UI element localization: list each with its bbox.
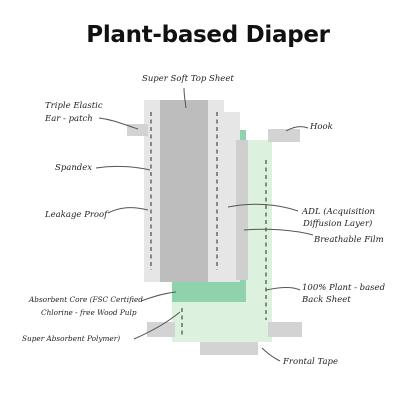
label-back-sheet: Back Sheet xyxy=(301,295,351,305)
top-sheet-layer xyxy=(144,100,224,282)
label-plant-based: 100% Plant - based xyxy=(302,283,386,293)
label-hook: Hook xyxy=(309,122,333,132)
frontal-tape xyxy=(147,322,302,355)
page-title: Plant-based Diaper xyxy=(86,22,330,48)
label-triple-elastic: Triple Elastic xyxy=(45,101,103,111)
leader-lines xyxy=(95,87,314,362)
label-adl-line2: Diffusion Layer) xyxy=(302,218,372,229)
label-top-sheet: Super Soft Top Sheet xyxy=(142,74,234,84)
back-sheet-layer xyxy=(172,140,272,342)
elastic-lines xyxy=(150,112,267,335)
label-spandex: Spandex xyxy=(55,163,92,173)
ear-patches xyxy=(127,124,300,142)
label-absorbent-core: Absorbent Core (FSC Certified xyxy=(28,295,143,304)
label-sap: Super Absorbent Polymer) xyxy=(22,334,120,343)
label-adl: ADL (Acquisition xyxy=(301,206,375,217)
label-frontal-tape: Frontal Tape xyxy=(282,357,338,367)
label-breathable-film: Breathable Film xyxy=(313,235,384,245)
label-ear-patch: Ear - patch xyxy=(44,114,93,124)
label-wood-pulp: Chlorine - free Wood Pulp xyxy=(41,308,137,317)
middle-layers xyxy=(222,112,248,282)
label-leakage-proof: Leakage Proof xyxy=(44,210,109,220)
